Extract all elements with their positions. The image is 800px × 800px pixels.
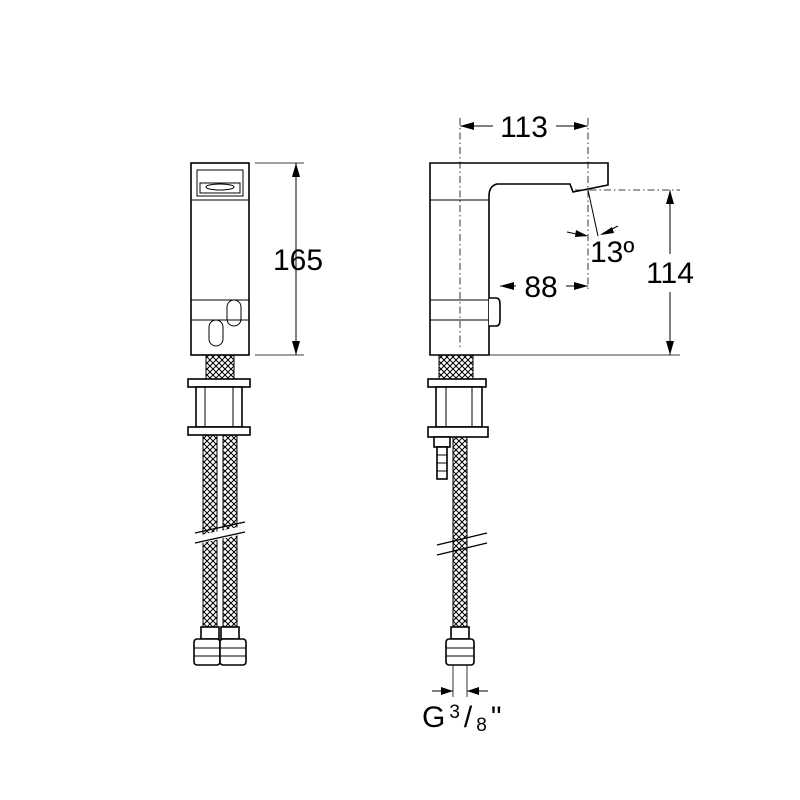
dimension-spout-angle: 13º — [566, 189, 634, 269]
dimension-thread: G 3 / 8 " — [422, 665, 502, 736]
front-view — [187, 162, 251, 666]
side-body-spout — [429, 162, 609, 356]
dimension-spout-reach: 113 — [460, 111, 588, 144]
sensor-offset-label: 88 — [524, 271, 557, 304]
dimension-front-height: 165 — [255, 162, 323, 356]
side-sensor-button — [489, 297, 501, 327]
dimension-spout-height: 114 — [646, 190, 694, 355]
spout-reach-label: 113 — [500, 111, 548, 144]
spout-angle-label: 13º — [590, 236, 634, 269]
front-height-label: 165 — [273, 244, 323, 277]
dimension-sensor-offset: 88 — [500, 271, 588, 304]
thread-label: G 3 / 8 " — [422, 701, 502, 736]
spout-height-label: 114 — [646, 257, 694, 290]
side-view — [427, 162, 609, 666]
front-sensor-window — [196, 169, 244, 197]
